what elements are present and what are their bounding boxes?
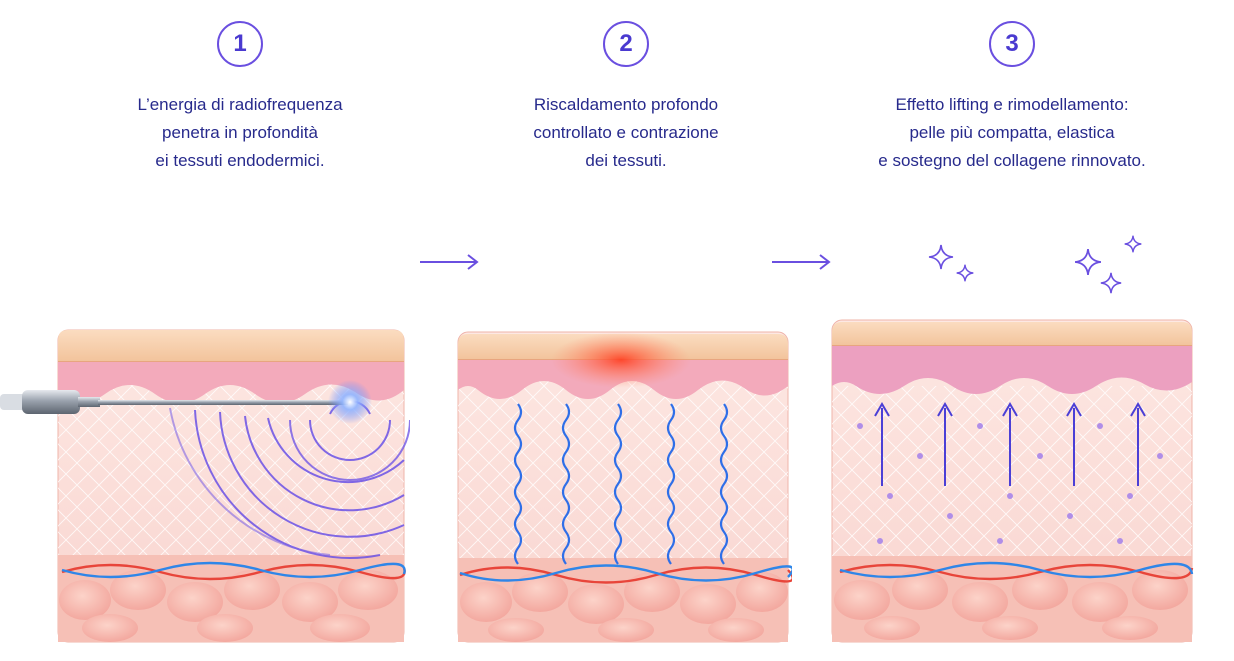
step-3: 3 Effetto lifting e rimodellamento: pell… [822, 0, 1202, 175]
skin-panel-3 [831, 319, 1194, 643]
fat-cells [460, 572, 788, 642]
skin-cross-section [457, 331, 789, 643]
collagen-nodes [857, 423, 1163, 544]
sparkle-icon [1074, 248, 1102, 276]
blood-vessels [61, 561, 406, 581]
step-1: 1 L’energia di radiofrequenza penetra in… [50, 0, 430, 175]
sparkle-icon [1124, 235, 1142, 253]
sparkle-icon [928, 244, 954, 270]
step-2: 2 Riscaldamento profondo controllato e c… [436, 0, 816, 175]
arrow-right-icon [420, 254, 479, 270]
sparkle-icon [956, 264, 974, 282]
skin-panel-1 [0, 329, 410, 643]
sparkle-icon [1100, 272, 1122, 294]
fat-cells [834, 570, 1188, 640]
heat-zone [551, 332, 691, 388]
step-3-number: 3 [989, 21, 1035, 67]
step-2-number: 2 [603, 21, 649, 67]
fat-cells [59, 570, 398, 642]
arrow-right-icon [772, 254, 831, 270]
rf-waves [169, 400, 410, 559]
step-3-description: Effetto lifting e rimodellamento: pelle … [878, 95, 1146, 170]
contracted-fibers [513, 403, 729, 565]
blood-vessels [459, 564, 792, 584]
step-1-description: L’energia di radiofrequenza penetra in p… [137, 95, 343, 170]
lift-arrow-icon [874, 402, 1146, 486]
step-1-number: 1 [217, 21, 263, 67]
step-2-description: Riscaldamento profondo controllato e con… [533, 95, 719, 170]
rf-probe-icon [0, 380, 372, 424]
blood-vessels [839, 561, 1194, 581]
skin-panel-2 [457, 331, 792, 643]
